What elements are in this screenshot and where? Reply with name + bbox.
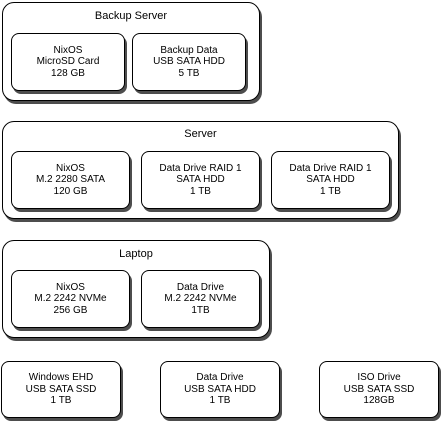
backup-server-os-drive: NixOS MicroSD Card 128 GB <box>11 33 125 91</box>
drive-name: NixOS <box>53 44 83 56</box>
drive-interface: USB SATA HDD <box>153 56 225 68</box>
laptop-title: Laptop <box>119 248 153 260</box>
drive-name: Data Drive <box>176 281 225 293</box>
server-group: Server NixOS M.2 2280 SATA 120 GB Data D… <box>2 121 399 219</box>
drive-capacity: 128 GB <box>51 67 85 79</box>
drive-capacity: 5 TB <box>178 67 200 79</box>
drive-capacity: 256 GB <box>53 304 88 316</box>
drive-capacity: 120 GB <box>53 185 88 197</box>
external-data-drive: Data Drive USB SATA HDD 1 TB <box>160 361 280 418</box>
drive-name: Windows EHD <box>28 372 94 384</box>
iso-drive: ISO Drive USB SATA SSD 128GB <box>319 361 439 418</box>
server-raid-drive-2: Data Drive RAID 1 SATA HDD 1 TB <box>271 151 390 209</box>
drive-name: Data Drive RAID 1 <box>289 162 372 174</box>
drive-capacity: 1TB <box>191 304 210 316</box>
drive-interface: M.2 2242 NVMe <box>164 293 237 305</box>
drive-interface: MicroSD Card <box>36 56 100 68</box>
server-raid-drive-1: Data Drive RAID 1 SATA HDD 1 TB <box>141 151 260 209</box>
server-title: Server <box>184 128 217 140</box>
laptop-os-drive: NixOS M.2 2242 NVMe 256 GB <box>11 270 130 328</box>
drive-name: Data Drive RAID 1 <box>159 162 242 174</box>
drive-capacity: 1 TB <box>50 395 72 407</box>
backup-server-title: Backup Server <box>94 10 168 22</box>
drive-interface: SATA HDD <box>176 174 225 186</box>
drive-interface: USB SATA SSD <box>25 383 97 395</box>
drive-name: NixOS <box>56 162 85 174</box>
backup-server-group: Backup Server NixOS MicroSD Card 128 GB … <box>2 2 260 101</box>
drive-name: NixOS <box>56 281 85 293</box>
drive-interface: USB SATA HDD <box>184 383 256 395</box>
drive-capacity: 1 TB <box>209 395 231 407</box>
drive-capacity: 1 TB <box>190 185 211 197</box>
drive-name: ISO Drive <box>357 372 401 384</box>
drive-name: Data Drive <box>196 372 244 384</box>
laptop-group: Laptop NixOS M.2 2242 NVMe 256 GB Data D… <box>2 240 270 338</box>
drive-name: Backup Data <box>160 44 218 56</box>
backup-server-data-drive: Backup Data USB SATA HDD 5 TB <box>132 33 246 91</box>
drive-interface: M.2 2280 SATA <box>35 174 106 186</box>
drive-capacity: 128GB <box>363 395 395 407</box>
laptop-data-drive: Data Drive M.2 2242 NVMe 1TB <box>141 270 260 328</box>
windows-ehd-drive: Windows EHD USB SATA SSD 1 TB <box>1 361 121 418</box>
drive-interface: USB SATA SSD <box>343 383 415 395</box>
drive-capacity: 1 TB <box>320 185 341 197</box>
drive-interface: SATA HDD <box>306 174 355 186</box>
server-os-drive: NixOS M.2 2280 SATA 120 GB <box>11 151 130 209</box>
drive-interface: M.2 2242 NVMe <box>34 293 107 305</box>
